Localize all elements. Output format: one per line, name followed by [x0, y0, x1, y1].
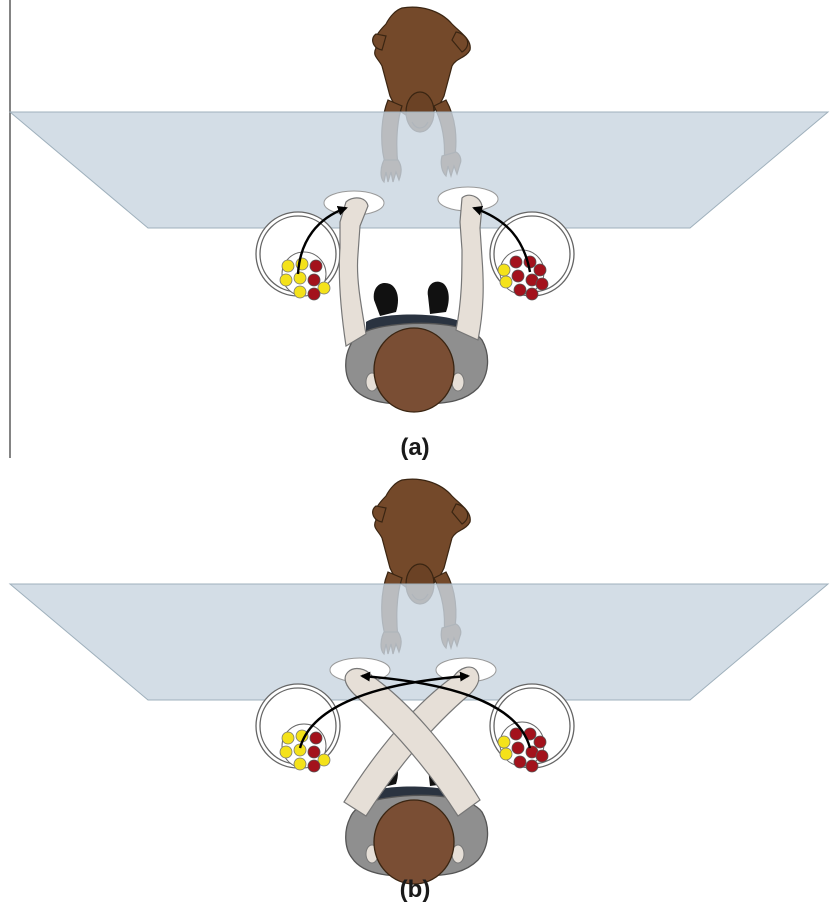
arrow-right-reach — [472, 205, 532, 273]
arrow-left-bucket-to-right-target — [298, 671, 470, 749]
human-right-arm-crossed — [344, 667, 481, 817]
bucket-yellow-b — [255, 683, 341, 773]
table-surface — [8, 111, 830, 229]
bucket-red-b — [489, 683, 575, 773]
human-right-arm — [455, 194, 484, 341]
panel-a — [8, 6, 830, 413]
bucket-yellow — [255, 211, 341, 301]
arrow-left-reach — [296, 205, 348, 275]
panel-b — [8, 478, 830, 885]
bucket-red — [489, 211, 575, 301]
human-left-arm — [338, 197, 369, 347]
panel-a-label: (a) — [400, 434, 430, 461]
panel-b-label: (b) — [399, 876, 431, 903]
arrow-right-bucket-to-left-target — [360, 671, 532, 749]
table-surface-b — [8, 583, 830, 701]
